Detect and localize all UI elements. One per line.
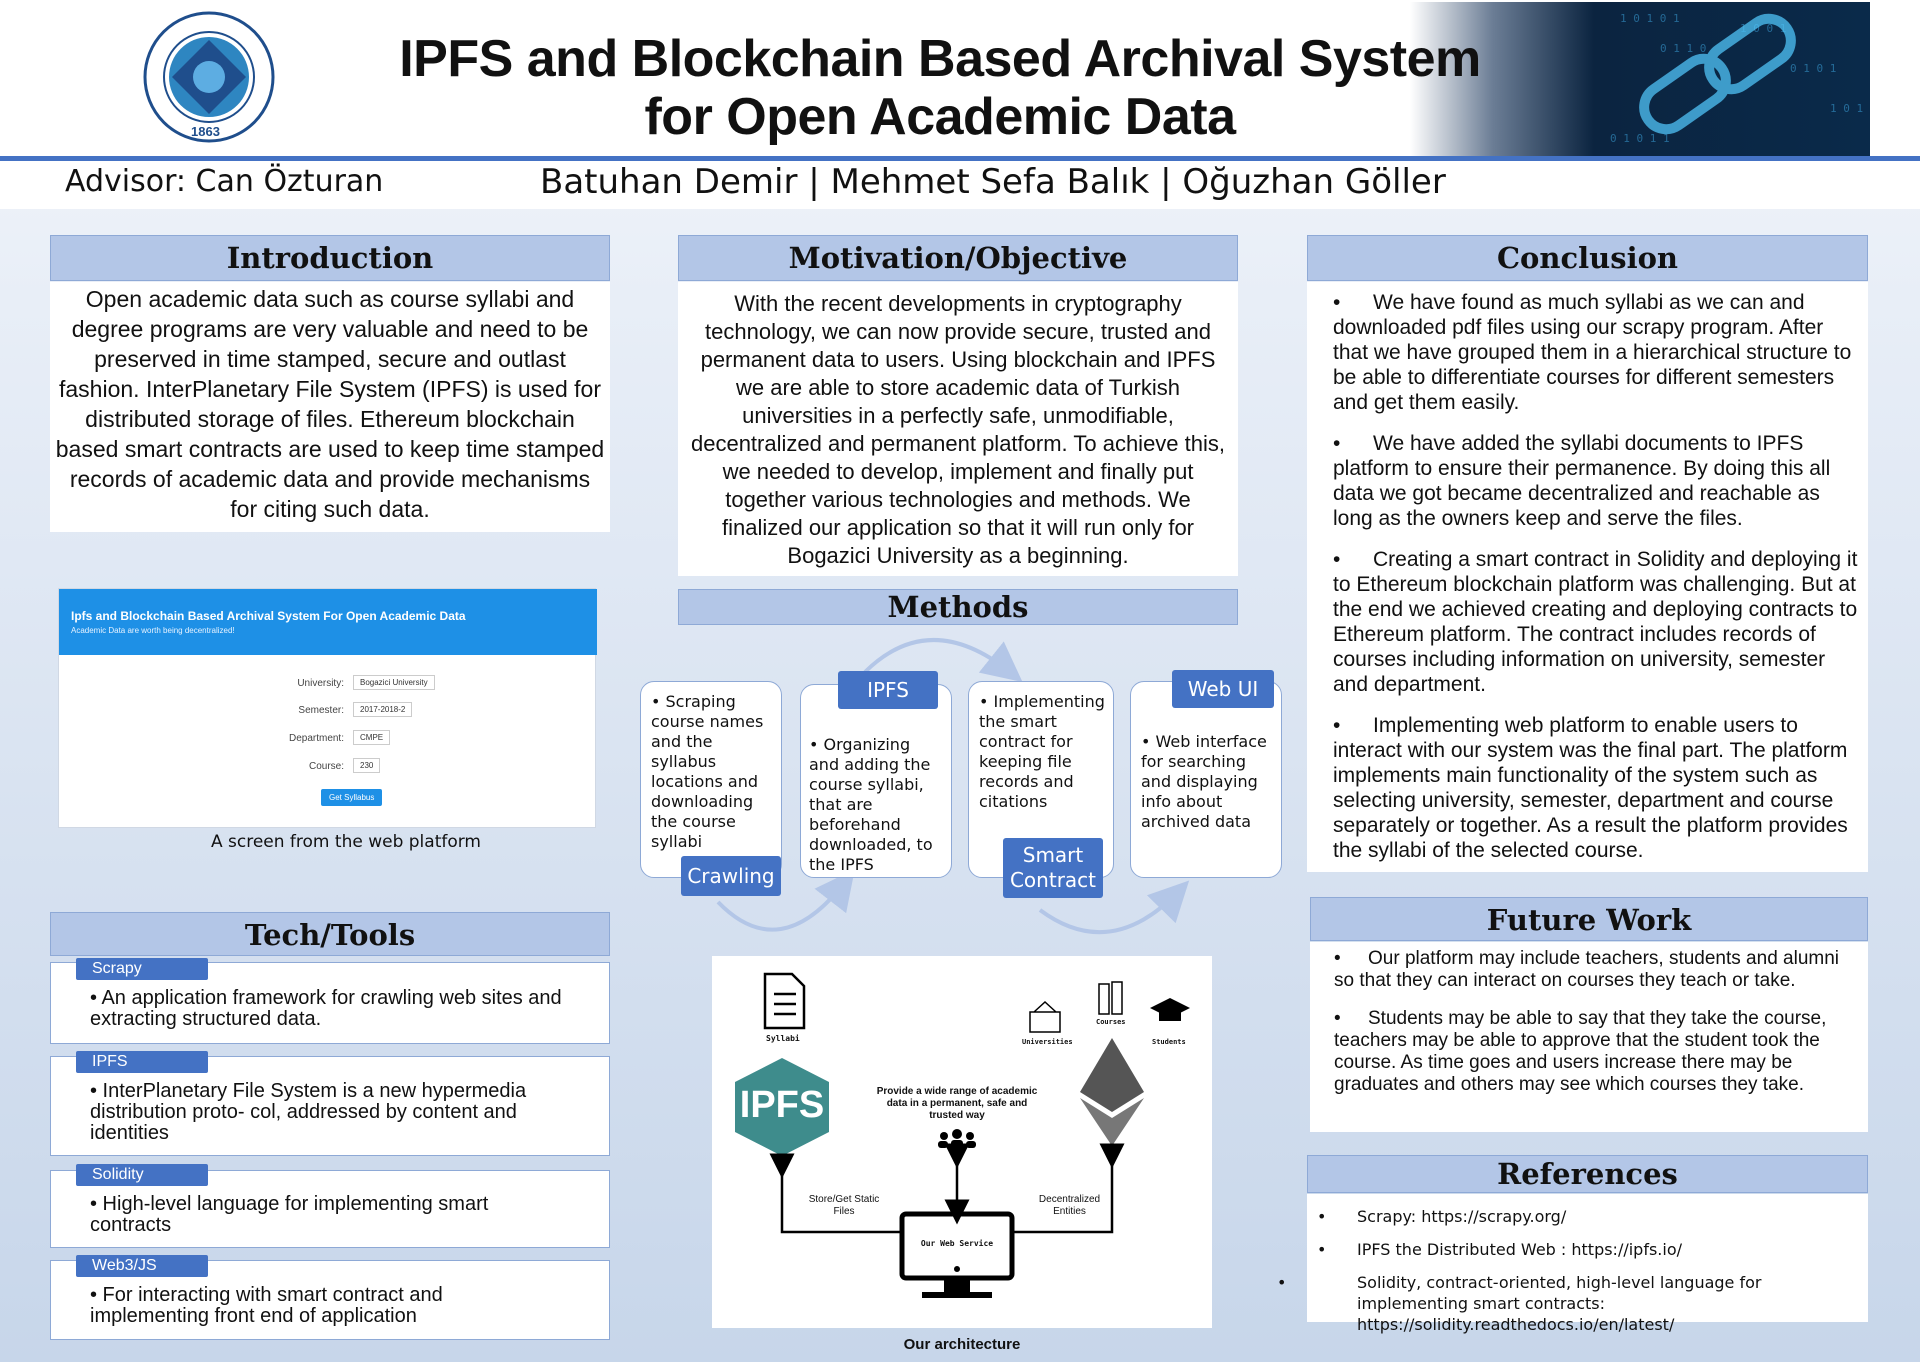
semester-select[interactable]: 2017-2018-2: [353, 702, 413, 717]
tool-tag-web3js: Web3/JS: [76, 1255, 208, 1277]
future-work-item: •Students may be able to say that they t…: [1334, 1008, 1827, 1095]
method-box-ipfs: • Organizing and adding the course sylla…: [800, 684, 952, 878]
get-syllabus-button[interactable]: Get Syllabus: [321, 789, 383, 806]
reference-item: •IPFS the Distributed Web : https://ipfs…: [1317, 1240, 1683, 1259]
logo-year: 1863: [191, 124, 220, 139]
introduction-text: Open academic data such as course syllab…: [50, 282, 610, 532]
architecture-diagram: Syllabi IPFS Universities Courses Studen…: [712, 956, 1212, 1328]
decentralized-entities-label: Decentralized Entities: [1038, 1194, 1101, 1217]
course-select[interactable]: 230: [353, 758, 381, 773]
syllabi-label: Syllabi: [766, 1034, 800, 1043]
store-get-files-label: Store/Get Static Files: [808, 1194, 880, 1217]
svg-text:0 1 1 0: 0 1 1 0: [1660, 42, 1706, 55]
conclusion-panel: •We have found as much syllabi as we can…: [1307, 282, 1868, 872]
tool-tag-ipfs: IPFS: [76, 1051, 208, 1073]
screenshot-title: Ipfs and Blockchain Based Archival Syste…: [71, 609, 466, 623]
architecture-center-text: Provide a wide range of academic data in…: [876, 1086, 1038, 1121]
future-work-heading: Future Work: [1310, 897, 1868, 941]
field-label-department: Department:: [288, 733, 344, 744]
svg-text:0 1 0 1: 0 1 0 1: [1790, 62, 1836, 75]
method-text-smart-contract: • Implementing the smart contract for ke…: [979, 692, 1105, 811]
method-text-ipfs: • Organizing and adding the course sylla…: [809, 735, 933, 874]
svg-text:1 0 1 0 1: 1 0 1 0 1: [1620, 12, 1680, 25]
introduction-heading: Introduction: [50, 235, 610, 281]
architecture-caption: Our architecture: [903, 1336, 1021, 1353]
conclusion-item: •We have added the syllabi documents to …: [1333, 432, 1831, 530]
screenshot-header-bar: Ipfs and Blockchain Based Archival Syste…: [59, 589, 597, 655]
web-platform-screenshot: Ipfs and Blockchain Based Archival Syste…: [58, 588, 597, 828]
authors-bar: [0, 161, 1920, 209]
motivation-text: With the recent developments in cryptogr…: [678, 282, 1238, 576]
web-service-label: Our Web Service: [920, 1239, 994, 1248]
references-panel: •Scrapy: https://scrapy.org/ •IPFS the D…: [1277, 1194, 1868, 1334]
future-work-panel: •Our platform may include teachers, stud…: [1310, 942, 1868, 1132]
method-box-crawling: • Scraping course names and the syllabus…: [640, 681, 782, 878]
courses-icon: [1098, 981, 1123, 1015]
title-line-2: for Open Academic Data: [644, 88, 1236, 146]
references-heading: References: [1307, 1155, 1868, 1193]
authors: Batuhan Demir | Mehmet Sefa Balık | Oğuz…: [540, 162, 1446, 202]
tool-tag-solidity: Solidity: [76, 1164, 208, 1186]
method-text-web-ui: • Web interface for searching and displa…: [1141, 732, 1267, 831]
department-select[interactable]: CMPE: [353, 730, 391, 745]
ethereum-icon: [1080, 1038, 1144, 1146]
university-select[interactable]: Bogazici University: [353, 675, 435, 690]
students-label: Students: [1152, 1038, 1186, 1046]
header-divider: [0, 156, 1920, 161]
method-tag-crawling: Crawling: [681, 856, 781, 896]
advisor: Advisor: Can Özturan: [65, 164, 384, 199]
syllabi-document-icon: [763, 972, 806, 1030]
method-text-crawling: • Scraping course names and the syllabus…: [651, 692, 764, 851]
ipfs-logo-text: IPFS: [739, 1084, 825, 1126]
field-label-semester: Semester:: [298, 705, 344, 716]
web-service-monitor-icon: [899, 1211, 1015, 1298]
title-line-1: IPFS and Blockchain Based Archival Syste…: [399, 30, 1481, 88]
tool-text-scrapy: • An application framework for crawling …: [90, 987, 562, 1030]
method-tag-web-ui: Web UI: [1172, 670, 1274, 708]
university-logo: [142, 10, 276, 144]
tool-box-ipfs: [50, 1056, 610, 1156]
conclusion-heading: Conclusion: [1307, 235, 1868, 281]
users-icon: [938, 1129, 976, 1148]
tool-text-solidity: • High-level language for implementing s…: [90, 1193, 489, 1236]
tech-tools-heading: Tech/Tools: [50, 912, 610, 956]
field-label-course: Course:: [308, 761, 344, 772]
conclusion-item: •We have found as much syllabi as we can…: [1333, 291, 1852, 414]
tool-text-web3js: • For interacting with smart contract an…: [90, 1284, 443, 1327]
tool-tag-scrapy: Scrapy: [76, 958, 208, 980]
conclusion-item: •Creating a smart contract in Solidity a…: [1333, 548, 1858, 696]
motivation-heading: Motivation/Objective: [678, 235, 1238, 281]
courses-label: Courses: [1096, 1018, 1126, 1026]
universities-label: Universities: [1022, 1038, 1073, 1046]
method-tag-smart-contract: Smart Contract: [1003, 838, 1103, 898]
poster-title: IPFS and Blockchain Based Archival Syste…: [330, 30, 1550, 146]
universities-icon: [1029, 1000, 1061, 1033]
methods-cycle-arrows: [716, 638, 1190, 935]
screenshot-subtitle: Academic Data are worth being decentrali…: [71, 626, 235, 635]
tool-text-ipfs: • InterPlanetary File System is a new hy…: [90, 1080, 527, 1144]
future-work-item: •Our platform may include teachers, stud…: [1334, 948, 1840, 991]
svg-text:1 0 1: 1 0 1: [1830, 102, 1863, 115]
methods-heading: Methods: [678, 589, 1238, 625]
students-graduation-cap-icon: [1150, 998, 1190, 1021]
reference-item: •Solidity, contract-oriented, high-level…: [1277, 1273, 1762, 1334]
field-label-university: University:: [297, 678, 344, 689]
svg-text:0 1 0 1 1: 0 1 0 1 1: [1610, 132, 1670, 145]
ipfs-logo-icon: [735, 1058, 829, 1156]
conclusion-item: •Implementing web platform to enable use…: [1333, 714, 1848, 862]
reference-item: •Scrapy: https://scrapy.org/: [1317, 1207, 1567, 1226]
screenshot-caption: A screen from the web platform: [210, 832, 481, 852]
method-tag-ipfs: IPFS: [838, 671, 938, 709]
method-box-web-ui: • Web interface for searching and displa…: [1130, 681, 1282, 878]
